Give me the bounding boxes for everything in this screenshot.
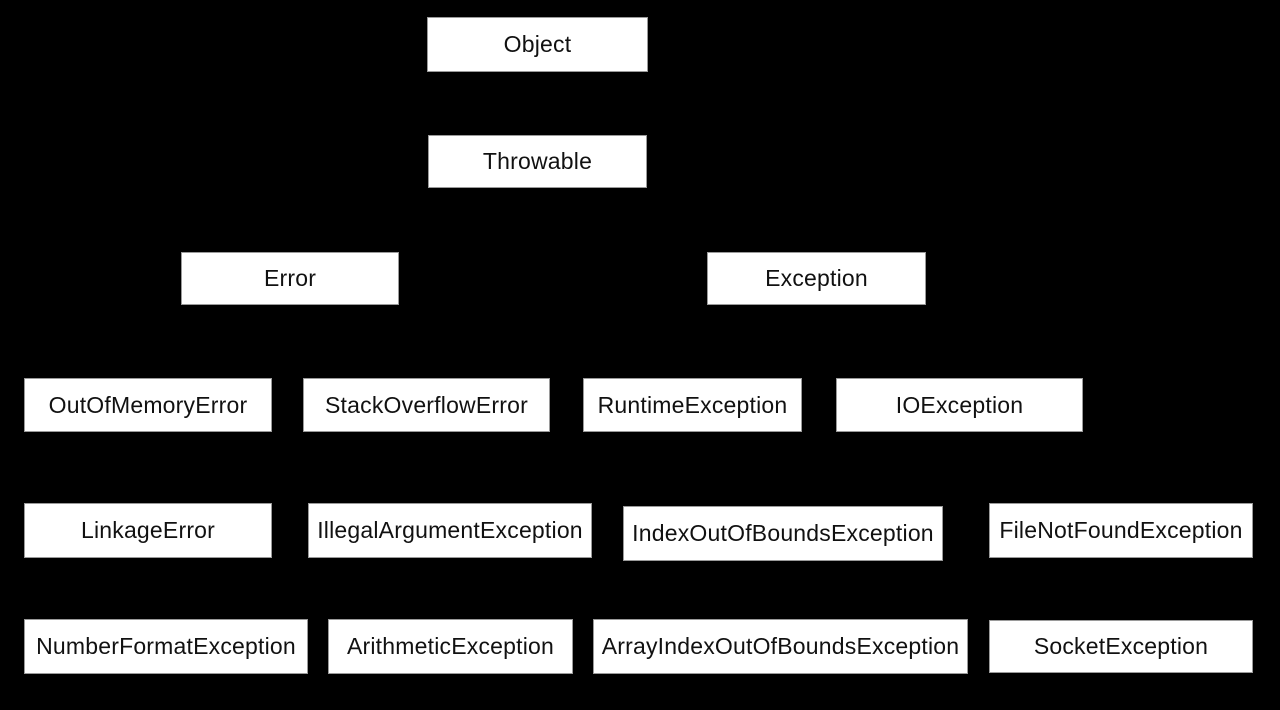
class-box-object: Object: [427, 17, 648, 72]
class-box-exception: Exception: [707, 252, 926, 305]
class-box-filenotfoundexception: FileNotFoundException: [989, 503, 1253, 558]
class-box-arrayindexoutofboundsexception: ArrayIndexOutOfBoundsException: [593, 619, 968, 674]
class-box-ioexception: IOException: [836, 378, 1083, 432]
class-box-throwable: Throwable: [428, 135, 647, 188]
class-box-error: Error: [181, 252, 399, 305]
class-box-stackoverflowerror: StackOverflowError: [303, 378, 550, 432]
class-box-illegalargumentexception: IllegalArgumentException: [308, 503, 592, 558]
class-box-arithmeticexception: ArithmeticException: [328, 619, 573, 674]
class-box-socketexception: SocketException: [989, 620, 1253, 673]
class-box-indexoutofboundsexception: IndexOutOfBoundsException: [623, 506, 943, 561]
class-box-outofmemoryerror: OutOfMemoryError: [24, 378, 272, 432]
class-box-runtimeexception: RuntimeException: [583, 378, 802, 432]
class-box-linkageerror: LinkageError: [24, 503, 272, 558]
class-box-numberformatexception: NumberFormatException: [24, 619, 308, 674]
